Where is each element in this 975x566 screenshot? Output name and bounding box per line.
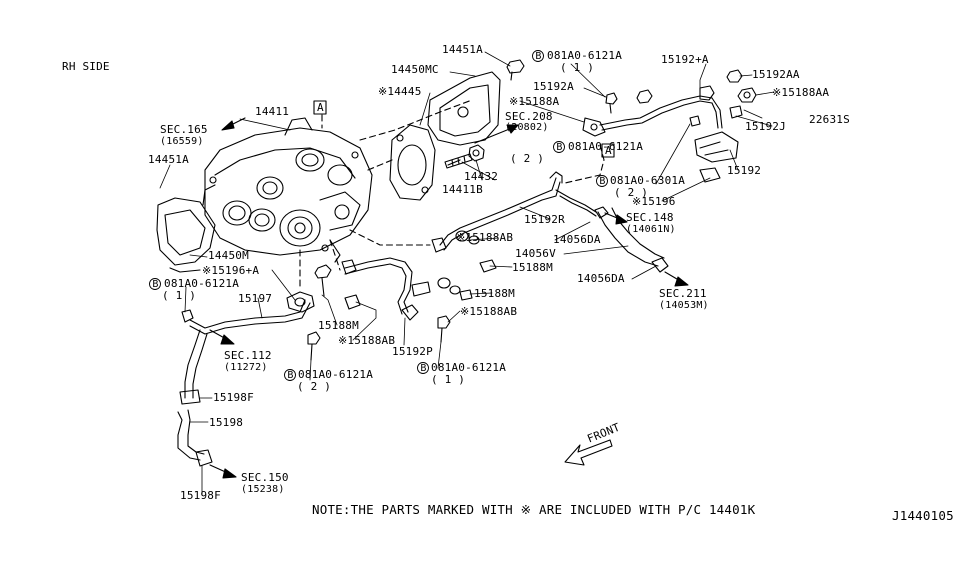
part-label-15188ab-mid: ※15188AB	[456, 231, 514, 244]
dashed-leader-lines	[299, 99, 605, 291]
section-ref-165: SEC.165	[160, 123, 208, 136]
hose-15198	[177, 409, 213, 467]
section-ref-148: SEC.148	[626, 211, 674, 224]
tube-15197	[179, 299, 311, 405]
section-ref-165-code: (16559)	[160, 136, 204, 147]
part-label-15188m-mid: 15188M	[474, 287, 515, 300]
gasket-15196a	[286, 291, 315, 313]
part-label-15188ab-right: ※15188AB	[460, 305, 518, 318]
bolt-circle-markers	[149, 50, 608, 381]
bolts-washers-15188	[307, 159, 497, 361]
part-label-14056da-right: 14056DA	[577, 272, 625, 285]
section-ref-112: SEC.112	[224, 349, 272, 362]
section-ref-211-code: (14053M)	[659, 300, 709, 311]
section-ref-112-code: (11272)	[224, 362, 268, 373]
part-label-081a0-6121a-bottom2: 081A0-6121A	[298, 368, 374, 381]
part-label-14445: ※14445	[378, 85, 422, 98]
part-label-14411b: 14411B	[442, 183, 483, 196]
side-indicator: RH SIDE	[62, 60, 110, 73]
part-label-14451a-left: 14451A	[148, 153, 189, 166]
diagram-code: J1440105	[892, 508, 954, 523]
part-label-14056v: 14056V	[515, 247, 556, 260]
footnote: NOTE:THE PARTS MARKED WITH ※ ARE INCLUDE…	[312, 502, 756, 517]
part-label-15198: 15198	[209, 416, 244, 429]
part-label-15196-plus-a: ※15196+A	[202, 264, 260, 277]
part-label-081a0-6121a-top: 081A0-6121A	[547, 49, 623, 62]
part-label-14432: 14432	[464, 170, 499, 183]
label-leader-lines	[159, 51, 775, 496]
part-label-081a0-6121a-left: 081A0-6121A	[164, 277, 240, 290]
part-qty-081a0-6121a-left: ( 1 )	[162, 289, 197, 302]
turbo-manifold-assembly	[202, 117, 373, 263]
bolt-marker: B	[152, 279, 159, 290]
front-arrow	[564, 439, 613, 466]
part-label-15188aa: ※15188AA	[772, 86, 830, 99]
water-tube-15192r	[431, 171, 597, 253]
part-qty-081a0-6301a: ( 2 )	[614, 186, 649, 199]
part-label-15188ab-low: ※15188AB	[338, 334, 396, 347]
part-label-081a0-6301a: 081A0-6301A	[610, 174, 686, 187]
heat-insulator-14450mc	[427, 71, 501, 146]
part-label-081a0-6121a-bottom1: 081A0-6121A	[431, 361, 507, 374]
heat-insulator-14450m	[156, 197, 216, 273]
section-ref-148-code: (14061N)	[626, 224, 676, 235]
reference-a-turbo: A	[317, 101, 324, 114]
part-label-15192a: 15192A	[533, 80, 574, 93]
bolt-marker: B	[420, 363, 427, 374]
part-label-15198f-top: 15198F	[213, 391, 254, 404]
oil-tube-15192-assembly	[582, 69, 757, 183]
bolt-marker: B	[599, 176, 606, 187]
part-label-15188m-left: 15188M	[318, 319, 359, 332]
reference-box-a	[313, 100, 615, 158]
section-ref-211: SEC.211	[659, 287, 707, 300]
bolt-14451a-top	[506, 59, 525, 81]
part-label-15192r: 15192R	[524, 213, 565, 226]
part-label-14451a-top: 14451A	[442, 43, 483, 56]
section-ref-150: SEC.150	[241, 471, 289, 484]
part-label-15188a: ※15188A	[509, 95, 560, 108]
part-label-15198f-bottom: 15198F	[180, 489, 221, 502]
oil-return-tube-15192p	[341, 257, 431, 321]
part-qty-081a0-6121a-bottom1: ( 1 )	[431, 373, 466, 386]
part-label-15192aa: 15192AA	[752, 68, 800, 81]
nut-14432	[468, 144, 485, 162]
gasket-14445	[389, 124, 436, 201]
part-label-15192p: 15192P	[392, 345, 433, 358]
part-label-15188m-right: 15188M	[512, 261, 553, 274]
part-qty-081a0-6121a-mid: ( 2 )	[510, 152, 545, 165]
part-label-15196: ※15196	[632, 195, 676, 208]
direction-arrows	[209, 117, 689, 479]
part-label-22631s: 22631S	[809, 113, 850, 126]
part-label-15192: 15192	[727, 164, 762, 177]
bolt-marker: B	[287, 370, 294, 381]
section-ref-208-code: (20802)	[505, 122, 549, 133]
part-label-15197: 15197	[238, 292, 273, 305]
part-label-14450mc: 14450MC	[391, 63, 439, 76]
part-label-081a0-6121a-mid: 081A0-6121A	[568, 140, 644, 153]
section-ref-150-code: (15238)	[241, 484, 285, 495]
part-label-15192j: 15192J	[745, 120, 786, 133]
bolt-marker: B	[556, 142, 563, 153]
part-qty-081a0-6121a-top: ( 1 )	[560, 61, 595, 74]
reference-a-tube: A	[605, 144, 612, 157]
bolt-marker: B	[535, 51, 542, 62]
part-label-15192-plus-a: 15192+A	[661, 53, 709, 66]
part-qty-081a0-6121a-bottom2: ( 2 )	[297, 380, 332, 393]
section-ref-208: SEC.208	[505, 110, 553, 123]
part-label-14411: 14411	[255, 105, 290, 118]
part-label-14056da-mid: 14056DA	[553, 233, 601, 246]
part-label-14450m: 14450M	[208, 249, 249, 262]
